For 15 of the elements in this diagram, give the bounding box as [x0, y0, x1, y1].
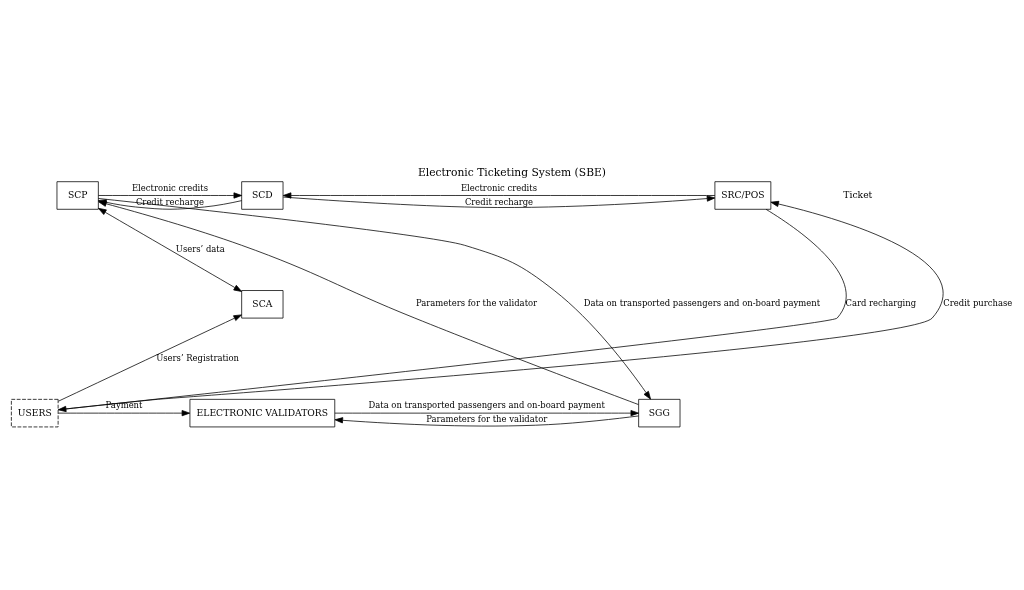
- diagram-title: Electronic Ticketing System (SBE): [417, 165, 607, 179]
- edge-label: Credit recharge: [464, 196, 534, 207]
- edge-label: Data on transported passengers and on-board payment: [368, 399, 605, 410]
- edge-label: Credit recharge: [135, 196, 205, 207]
- edge-label: Electronic credits: [131, 182, 209, 193]
- edge-label: Electronic credits: [460, 182, 537, 193]
- edge-label: Data on transported passengers and on-board payment: [583, 297, 821, 308]
- edge-label: Users’ data: [175, 243, 225, 254]
- edge-label: Credit purchase: [943, 297, 1013, 308]
- edge-label: Parameters for the validator: [426, 413, 548, 424]
- label: Ticket: [843, 188, 873, 200]
- edge-label: Parameters for the validator: [415, 297, 538, 308]
- edge-label: Users’ Registration: [156, 352, 240, 363]
- edge-label: Card recharging: [845, 297, 917, 308]
- edge-label: Payment: [105, 399, 143, 410]
